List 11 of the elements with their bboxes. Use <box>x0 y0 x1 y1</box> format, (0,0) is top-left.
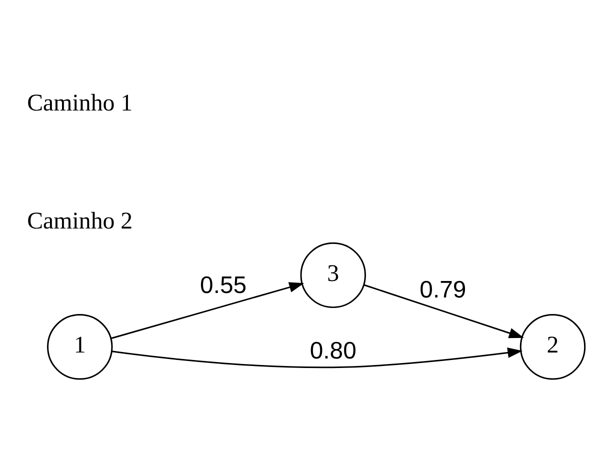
arrow <box>112 347 523 368</box>
label: Caminho 2 <box>27 208 133 234</box>
edge-label: 0.79 <box>420 276 466 303</box>
arrow <box>364 284 524 338</box>
arrow <box>110 282 304 339</box>
node-circle: 2 <box>520 314 586 380</box>
node-circle: 3 <box>300 242 366 308</box>
label: Caminho 1 <box>27 90 133 116</box>
node-circle: 1 <box>47 314 113 380</box>
edge-label: 0.80 <box>310 337 356 364</box>
edge-label: 0.55 <box>200 271 247 298</box>
